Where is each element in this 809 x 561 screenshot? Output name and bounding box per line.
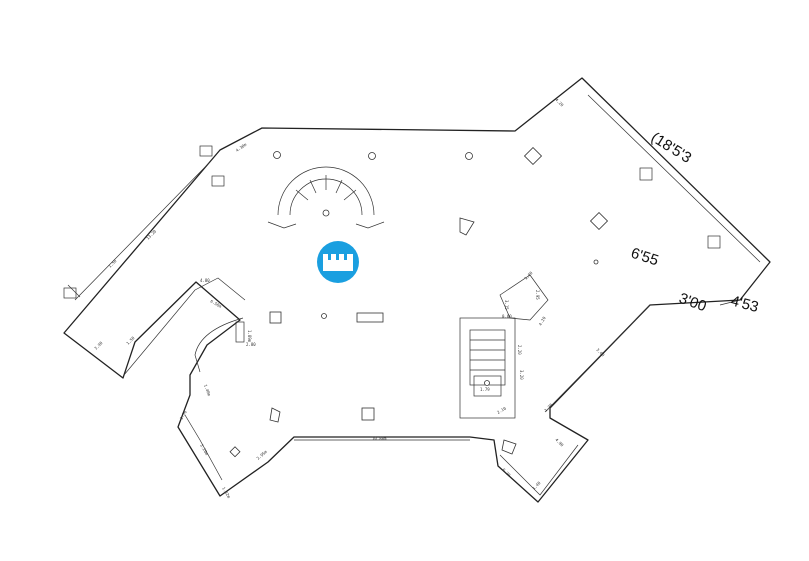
dimension-labels: 4.20 4.30m 13.20 1.50 3.90 1.50 4.80 6.5… [93,97,606,499]
dimension-label: 3.60 [595,347,606,358]
dimension-label: 1.40 [531,480,542,491]
dimension-label: 1.40m [203,384,212,398]
dimension-label: 2.95m [255,449,268,461]
dimension-label: 1.50 [125,335,136,346]
dimension-label: 1.30 [543,402,554,413]
dimension-label: 2.95 [535,290,540,300]
stair-core [459,274,549,419]
dimension-label: 13.20 [145,228,157,240]
dimension-label: 1.32m [221,486,232,499]
dimension-label: 1.00 [523,270,534,281]
dimension-label: 3.20m [199,443,210,456]
brand-logo [317,241,359,283]
bottom-inner-wall [294,439,579,496]
dimension-label: 3.15 [504,300,509,310]
lower-left-curve [184,317,244,481]
dimension-label: 10.88m [372,436,387,441]
dimension-label: 1.79 [480,387,490,392]
dimension-label: 6.58m [210,299,223,310]
dimension-label: 4.80 [200,278,210,283]
dimension-label: 3.90 [93,340,104,351]
handwritten-b: 6'55 [629,245,661,270]
outer-wall [63,77,771,503]
dimension-label: 3.20 [519,370,524,380]
dimension-label: 2.10 [496,405,507,414]
dimension-label: 1.50 [107,258,118,269]
brand-logo-crenellation-icon [323,254,353,271]
dimension-label: 0.60 [502,314,512,319]
fixtures [63,145,721,343]
dimension-label: 4.20 [538,315,547,326]
left-wing-inner-wall [67,161,246,376]
columns [229,146,609,458]
dimension-label: 4.90 [554,437,565,448]
dimension-label: 6.20 [501,467,512,478]
dimension-label: 1.36 [179,409,188,420]
dimension-label: 4.20 [554,97,565,108]
dimension-label: 2.80 [246,342,256,347]
handwritten-d: 4'53 [729,292,760,316]
spiral-staircase [267,166,385,229]
right-wing-inner-wall [544,94,761,413]
handwritten-c: 3'00 [677,290,709,316]
dimension-label: 4.30m [235,141,248,152]
dimension-label: 2.20 [517,345,522,355]
handwritten-a: (18'5'3 [648,129,694,167]
dimension-label: 1.89m [247,330,252,343]
